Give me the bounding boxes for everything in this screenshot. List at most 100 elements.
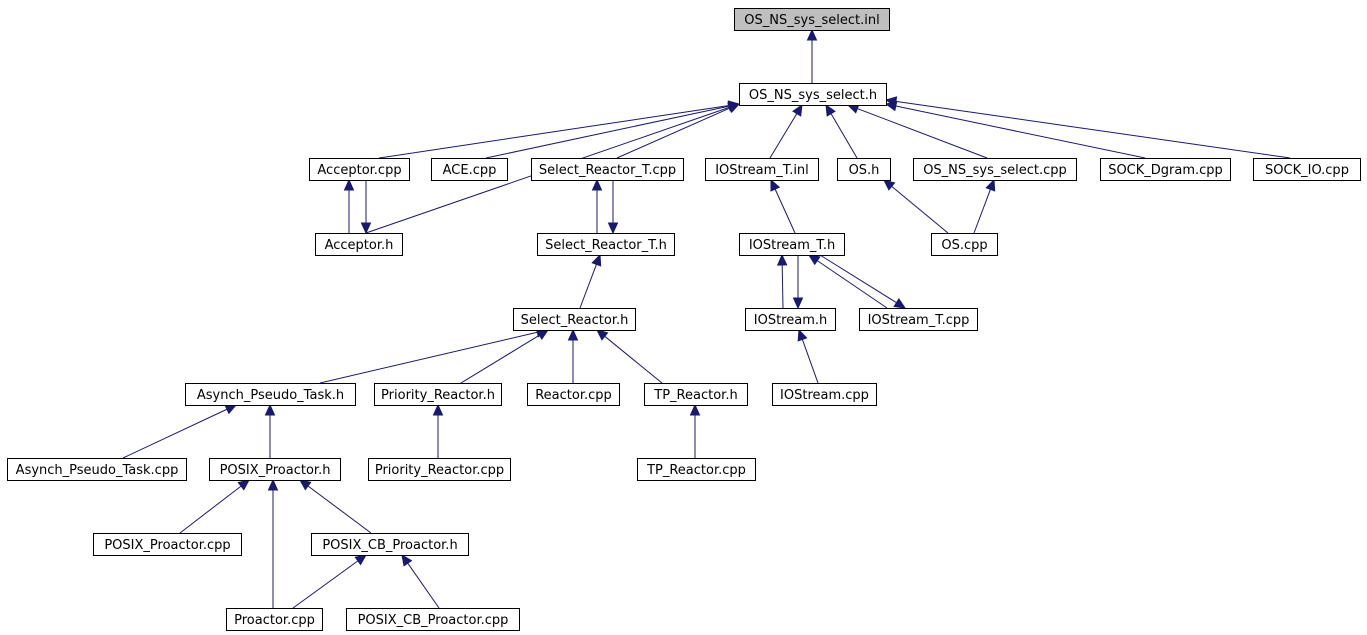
node-box[interactable] [368,458,511,481]
node-box[interactable] [537,233,675,256]
node-label: ACE.cpp [443,163,497,178]
edge-iostream-t-h-to-iostream-t-inl [770,178,796,234]
arrow-head [689,403,701,416]
arrow-head [299,479,312,491]
node-label: IOStream.cpp [780,388,869,403]
node-box[interactable] [7,458,187,481]
node-posix-proactor-h[interactable]: POSIX_Proactor.h [209,458,341,481]
node-box[interactable] [772,383,877,406]
arrow-head [776,253,788,266]
edge-iostream-t-inl-to-os-ns-sys-select-h [769,103,803,159]
node-box[interactable] [513,308,636,331]
node-os-h[interactable]: OS.h [837,158,891,181]
node-box[interactable] [311,533,469,556]
arrow-head [792,103,803,117]
node-box[interactable] [913,158,1077,181]
node-os-ns-sys-select-cpp[interactable]: OS_NS_sys_select.cpp [913,158,1077,181]
node-label: SOCK_Dgram.cpp [1108,163,1223,178]
arrow-head [224,404,238,415]
node-ace-cpp[interactable]: ACE.cpp [431,158,508,181]
node-tp-reactor-cpp[interactable]: TP_Reactor.cpp [637,458,756,481]
node-box[interactable] [1100,158,1231,181]
node-os-ns-sys-select-inl[interactable]: OS_NS_sys_select.inl [734,8,890,31]
node-box[interactable] [739,233,845,256]
node-select-reactor-t-h[interactable]: Select_Reactor_T.h [537,233,675,256]
node-box[interactable] [374,383,502,406]
node-iostream-t-h[interactable]: IOStream_T.h [739,233,845,256]
node-box[interactable] [837,158,891,181]
node-select-reactor-t-cpp[interactable]: Select_Reactor_T.cpp [531,158,684,181]
edge-line [485,105,730,159]
node-box[interactable] [745,308,836,331]
node-label: Select_Reactor_T.h [545,238,667,253]
edge-os-cpp-to-os-ns-sys-select-cpp [973,178,996,234]
node-select-reactor-h[interactable]: Select_Reactor.h [513,308,636,331]
node-label: Reactor.cpp [535,388,612,403]
node-box[interactable] [527,383,620,406]
node-iostream-t-cpp[interactable]: IOStream_T.cpp [859,308,978,331]
arrow-head [797,328,808,342]
node-tp-reactor-h[interactable]: TP_Reactor.h [644,383,748,406]
node-os-ns-sys-select-h[interactable]: OS_NS_sys_select.h [739,83,887,106]
edge-acceptor-cpp-to-acceptor-h [360,180,372,235]
nodes-layer: OS_NS_sys_select.inlOS_NS_sys_select.hAc… [7,8,1361,631]
node-box[interactable] [346,608,520,631]
node-posix-cb-proactor-h[interactable]: POSIX_CB_Proactor.h [311,533,469,556]
edge-sock-dgram-cpp-to-os-ns-sys-select-h [884,100,1146,159]
node-sock-io-cpp[interactable]: SOCK_IO.cpp [1253,158,1361,181]
edge-proactor-cpp-to-posix-proactor-h [267,478,279,608]
edge-line [579,264,597,309]
node-label: Asynch_Pseudo_Task.h [197,388,344,403]
node-label: Priority_Reactor.h [381,388,495,403]
node-box[interactable] [705,158,819,181]
node-box[interactable] [431,158,508,181]
node-box[interactable] [315,233,403,256]
node-label: OS.h [849,163,880,178]
edge-select-reactor-t-h-to-select-reactor-t-cpp [591,178,603,233]
edge-line [816,260,888,309]
node-box[interactable] [637,458,756,481]
node-box[interactable] [226,608,323,631]
node-sock-dgram-cpp[interactable]: SOCK_Dgram.cpp [1100,158,1231,181]
edge-line [801,339,819,384]
node-proactor-cpp[interactable]: Proactor.cpp [226,608,323,631]
node-priority-reactor-h[interactable]: Priority_Reactor.h [374,383,502,406]
arrow-head [825,103,836,117]
node-box[interactable] [644,383,748,406]
arrow-head [884,96,898,107]
node-box[interactable] [734,8,890,31]
edge-priority-reactor-cpp-to-priority-reactor-h [432,403,444,458]
node-posix-cb-proactor-cpp[interactable]: POSIX_CB_Proactor.cpp [346,608,520,631]
node-iostream-t-inl[interactable]: IOStream_T.inl [705,158,819,181]
node-iostream-cpp[interactable]: IOStream.cpp [772,383,877,406]
node-box[interactable] [93,533,242,556]
node-acceptor-h[interactable]: Acceptor.h [315,233,403,256]
arrow-head [893,297,907,309]
node-box[interactable] [531,158,684,181]
node-box[interactable] [309,158,410,181]
node-priority-reactor-cpp[interactable]: Priority_Reactor.cpp [368,458,511,481]
node-iostream-h[interactable]: IOStream.h [745,308,836,331]
node-box[interactable] [859,308,978,331]
node-posix-proactor-cpp[interactable]: POSIX_Proactor.cpp [93,533,242,556]
node-acceptor-cpp[interactable]: Acceptor.cpp [309,158,410,181]
node-label: IOStream.h [754,313,827,328]
node-label: Asynch_Pseudo_Task.cpp [16,463,179,478]
edge-line [378,104,730,159]
node-asynch-pseudo-task-cpp[interactable]: Asynch_Pseudo_Task.cpp [7,458,187,481]
node-box[interactable] [1253,158,1361,181]
node-label: IOStream_T.h [749,238,835,253]
node-label: TP_Reactor.cpp [646,463,746,478]
edge-line [407,562,440,609]
arrow-head [343,178,355,191]
node-reactor-cpp[interactable]: Reactor.cpp [527,383,620,406]
node-label: IOStream_T.inl [715,163,809,178]
node-asynch-pseudo-task-h[interactable]: Asynch_Pseudo_Task.h [185,383,356,406]
node-label: Acceptor.cpp [317,163,401,178]
node-box[interactable] [931,233,998,256]
node-box[interactable] [185,383,356,406]
node-box[interactable] [209,458,341,481]
node-os-cpp[interactable]: OS.cpp [931,233,998,256]
node-box[interactable] [739,83,887,106]
